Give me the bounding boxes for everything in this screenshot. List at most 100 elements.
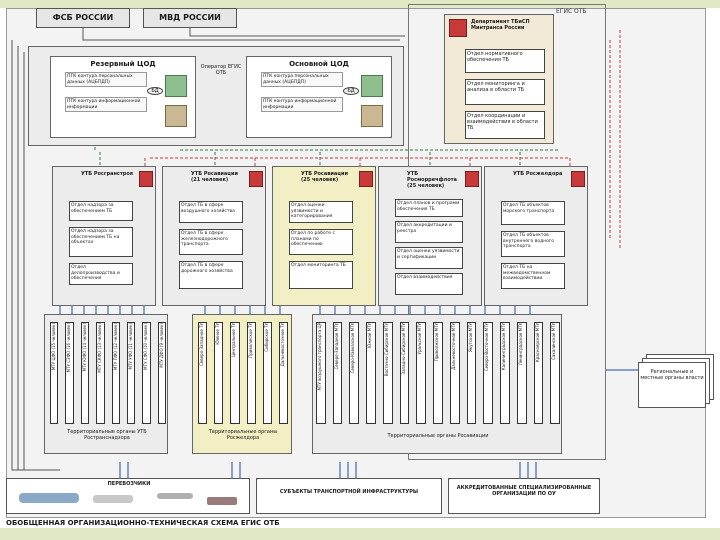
utb-title: УТБ Росавиации (21 человек) <box>191 171 239 183</box>
territorial-unit-label: Калининградское МТУ <box>501 323 507 371</box>
server-rack-icon <box>165 75 187 97</box>
regional-authorities-box: Региональные и местные органы власти <box>638 362 706 408</box>
subjects-box: СУБЪЕКТЫ ТРАНСПОРТНОЙ ИНФРАСТРУКТУРЫ <box>256 478 442 514</box>
territorial-unit-bar: МТУ УФО (11 человек) <box>126 322 136 424</box>
territorial-unit-label: Ленинградское МТУ <box>517 323 523 366</box>
top-decor-strip <box>0 0 720 8</box>
department-unit-2: Отдел мониторинга и анализа в области ТБ <box>465 79 545 105</box>
utb-unit: Отдел взаимодействия <box>395 273 463 295</box>
territorial-unit-label: Северо-Восточное МТУ <box>484 323 490 372</box>
bottom-decor-strip <box>0 528 720 540</box>
territorial-unit-label: Южное ТУ <box>215 323 221 345</box>
reserve-dc-line-1: ПТК контура персональных данных (АЦБПДП) <box>65 72 147 87</box>
carriers-label: ПЕРЕВОЗЧИКИ <box>107 481 151 487</box>
territorial-unit-bar: Уральское МТУ <box>416 322 427 424</box>
utb-title: УТБ Росгранстроя <box>81 171 133 177</box>
territorial-unit-bar: Калининградское МТУ <box>500 322 510 424</box>
utb-title: УТБ Росжелдора <box>513 171 563 177</box>
carriers-box: ПЕРЕВОЗЧИКИ <box>6 478 250 514</box>
territorial-unit-bar: Северо-Западное ТУ <box>198 322 208 424</box>
territorial-unit-label: МТУ ДФО (9 человек) <box>158 323 164 368</box>
terr-group-2: Территориальные органы Росжелдора <box>192 314 292 454</box>
department-title: Департамент ТБиСП Минтранса России <box>471 19 530 31</box>
territorial-unit-bar: МТУ ДФО (9 человек) <box>157 322 166 424</box>
building-icon <box>571 171 585 187</box>
utb-unit: Отдел делопроизводства и обеспечения <box>69 263 133 285</box>
building-icon <box>359 171 373 187</box>
utb-title: УТБ Росавиации (25 человек) <box>301 171 349 183</box>
territorial-unit-label: Северо-Западное ТУ <box>199 323 204 367</box>
utb-panel-1: УТБ Росгранстроя Отдел надзора за обеспе… <box>52 166 156 306</box>
territorial-unit-label: Сибирское ТУ <box>263 323 269 352</box>
territorial-unit-label: МТУ СФО (10 человек) <box>143 323 149 370</box>
terr-group-label: Территориальные органы Росавиации <box>387 433 489 439</box>
mvd-box: МВД РОССИИ <box>143 8 237 28</box>
utb-unit: Отдел по работе с планами по обеспечению <box>289 229 353 255</box>
utb-title: УТБ Росморречфлота (25 человек) <box>407 171 457 189</box>
terr-group-label: Территориальные органы УТБ Ространснадзо… <box>67 429 147 441</box>
territorial-unit-label: Северо-Кавказское МТУ <box>350 323 356 374</box>
territorial-unit-label: МТУ воздушного транспорта ЦР <box>317 323 322 391</box>
utb-unit: Отдел надзора за обеспечением ТБ на объе… <box>69 227 133 257</box>
territorial-unit-label: Западно-Сибирское МТУ <box>400 323 406 375</box>
utb-unit: Отдел оценки уязвимости и сертификации <box>395 247 463 269</box>
server-rack-icon <box>361 75 383 97</box>
database-icon: БД <box>343 87 359 95</box>
territorial-unit-bar: Западно-Сибирское МТУ <box>399 322 410 424</box>
bar-list-1: МТУ ЦФО (15 человек) МТУ СЗФО (16 человек… <box>50 322 166 424</box>
fsb-box: ФСБ РОССИИ <box>36 8 130 28</box>
utb-panel-5: УТБ Росжелдора Отдел ТБ объектов морског… <box>484 166 588 306</box>
territorial-unit-bar: Приволжское ТУ <box>246 322 256 424</box>
utb-unit: Отдел ТБ в сфере воздушного хозяйства <box>179 201 243 223</box>
main-dc-title: Основной ЦОД <box>289 60 349 68</box>
ship-icon <box>207 497 237 505</box>
main-dc-line-1: ПТК контура персональных данных (АЦБПДП) <box>261 72 343 87</box>
egis-label: ЕГИС ОТБ <box>556 8 587 15</box>
accredited-box: АККРЕДИТОВАННЫЕ СПЕЦИАЛИЗИРОВАННЫЕ ОРГАН… <box>448 478 600 514</box>
database-icon: БД <box>147 87 163 95</box>
territorial-unit-bar: Дальневосточное МТУ <box>449 322 460 424</box>
territorial-unit-bar: Восточно-Сибирское МТУ <box>382 322 393 424</box>
train-icon <box>19 493 79 503</box>
territorial-unit-bar: Приволжское МТУ <box>433 322 443 424</box>
territorial-unit-label: Дальневосточное МТУ <box>450 323 456 370</box>
building-icon <box>249 171 263 187</box>
reserve-dc-line-2: ПТК контура информационной информации <box>65 97 147 112</box>
territorial-unit-bar: МТУ ЦФО (15 человек) <box>50 322 59 424</box>
territorial-unit-label: МТУ СЗФО (16 человек) <box>66 323 72 373</box>
territorial-unit-label: Южное МТУ <box>367 323 373 349</box>
utb-unit: Отдел ТБ в сфере железнодорожного трансп… <box>179 229 243 255</box>
utb-unit: Отдел ТБ на межведомственном взаимодейст… <box>501 263 565 289</box>
building-icon <box>449 19 467 37</box>
terr-group-label: Территориальные органы Росжелдора <box>208 429 278 441</box>
territorial-unit-label: МТУ ЮФО (14 человек) <box>81 323 87 372</box>
territorial-unit-bar: МТУ СКФО (13 человек) <box>96 322 105 424</box>
territorial-unit-label: Уральское МТУ <box>417 323 423 355</box>
utb-unit: Отдел оценки уязвимости и категорировани… <box>289 201 353 223</box>
territorial-unit-bar: Ленинградское МТУ <box>516 322 527 424</box>
utb-panel-2: УТБ Росавиации (21 человек) Отдел ТБ в с… <box>162 166 266 306</box>
bar-list-3: МТУ воздушного транспорта ЦР Северо-Запад… <box>316 322 561 424</box>
territorial-unit-bar: Центральное ТУ <box>230 322 240 424</box>
department-panel: Департамент ТБиСП Минтранса России Отдел… <box>444 14 554 144</box>
territorial-unit-label: Восточно-Сибирское МТУ <box>383 323 389 377</box>
territorial-unit-bar: Северо-Кавказское МТУ <box>349 322 360 424</box>
main-dc: Основной ЦОД ПТК контура персональных да… <box>246 56 392 138</box>
territorial-unit-label: Приволжское МТУ <box>434 323 440 362</box>
territorial-unit-bar: Северо-Восточное МТУ <box>483 322 494 424</box>
territorial-unit-label: МТУ СКФО (13 человек) <box>97 323 103 373</box>
building-icon <box>139 171 153 187</box>
territorial-unit-bar: Сахалинское МТУ <box>550 322 561 424</box>
territorial-unit-label: МТУ УФО (11 человек) <box>127 323 133 370</box>
diagram-caption: ОБОБЩЕННАЯ ОРГАНИЗАЦИОННО-ТЕХНИЧЕСКАЯ СХ… <box>6 519 280 527</box>
utb-unit: Отдел аккредитации и реестра <box>395 221 463 243</box>
utb-unit: Отдел ТБ объектов морского транспорта <box>501 201 565 225</box>
territorial-unit-label: Красноярское МТУ <box>534 323 540 363</box>
territorial-unit-label: Северо-Западное МТУ <box>333 323 339 370</box>
territorial-unit-label: Сахалинское МТУ <box>551 323 557 360</box>
territorial-unit-bar: МТУ ЮФО (14 человек) <box>80 322 90 424</box>
utb-unit: Отдел планов и программ обеспечения ТБ <box>395 199 463 217</box>
bus-icon <box>93 495 133 503</box>
territorial-unit-bar: МТУ ПФО (12 человек) <box>111 322 120 424</box>
department-unit-1: Отдел нормативного обеспечения ТБ <box>465 49 545 73</box>
